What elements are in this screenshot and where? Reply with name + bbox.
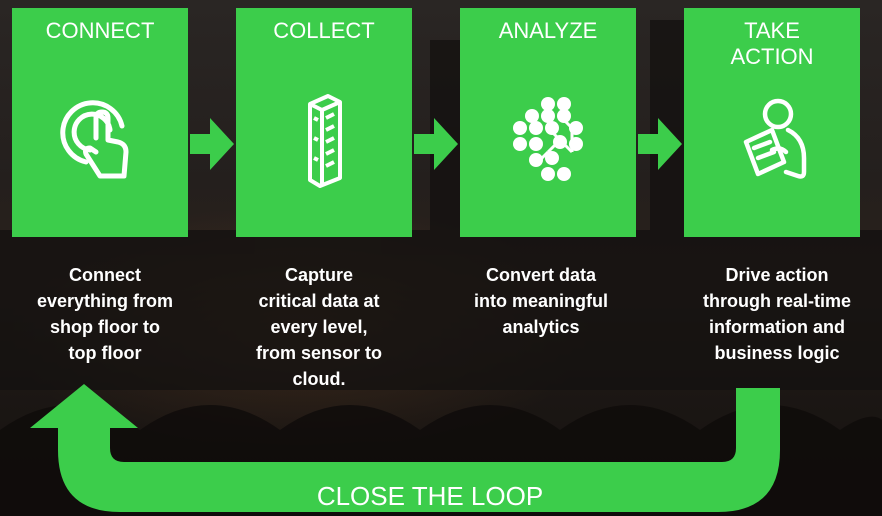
person-clipboard-icon xyxy=(743,98,807,179)
step-title: COLLECT xyxy=(273,18,375,43)
arrow-right-icon xyxy=(638,118,682,170)
network-nodes-icon xyxy=(513,97,583,181)
step-description: Connect everything from shop floor to to… xyxy=(36,265,174,363)
arrow-right-icon xyxy=(414,118,458,170)
step-title: TAKE ACTION xyxy=(730,18,814,69)
step-description: Drive action through real-time informati… xyxy=(702,265,851,363)
step-description: Convert data into meaningful analytics xyxy=(474,265,608,337)
step-description: Capture critical data at every level, fr… xyxy=(255,265,383,389)
close-loop-label: CLOSE THE LOOP xyxy=(316,481,544,511)
touch-hand-icon xyxy=(60,100,129,179)
step-title: ANALYZE xyxy=(498,18,598,43)
step-take-action: TAKE ACTION xyxy=(684,8,860,237)
step-analyze: ANALYZE xyxy=(460,8,636,237)
step-connect: CONNECT xyxy=(12,8,188,237)
arrow-right-icon xyxy=(190,118,234,170)
data-column-icon xyxy=(308,94,342,188)
step-collect: COLLECT xyxy=(236,8,412,237)
step-title: CONNECT xyxy=(45,18,155,43)
